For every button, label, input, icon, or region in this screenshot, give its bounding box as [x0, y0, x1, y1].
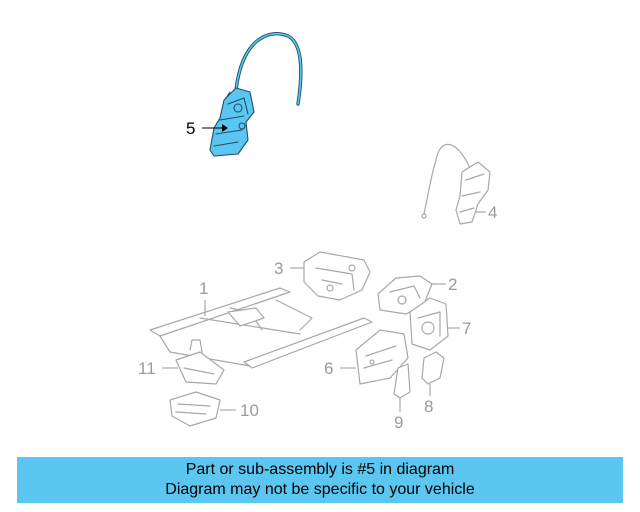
- part-10-module[interactable]: [169, 391, 221, 427]
- part-5-motor-highlighted[interactable]: [209, 32, 303, 157]
- part-1-seat-track[interactable]: [149, 287, 373, 369]
- callout-9: 9: [394, 398, 403, 432]
- part-11-module[interactable]: [175, 339, 225, 385]
- callout-6-label: 6: [324, 359, 333, 378]
- callout-6: 6: [324, 359, 356, 378]
- callout-2-label: 2: [448, 275, 457, 294]
- info-banner: Part or sub-assembly is #5 in diagram Di…: [17, 457, 623, 503]
- callout-3-label: 3: [274, 259, 283, 278]
- callout-3: 3: [274, 259, 304, 278]
- part-4-motor[interactable]: [421, 143, 491, 225]
- callout-4: 4: [476, 203, 497, 222]
- callout-4-label: 4: [488, 203, 497, 222]
- part-3-bracket[interactable]: [303, 251, 371, 301]
- callout-8: 8: [424, 384, 433, 416]
- callout-11: 11: [138, 359, 178, 378]
- part-6-control-module[interactable]: [355, 329, 409, 385]
- callout-2: 2: [432, 275, 457, 294]
- part-8-switch-knob[interactable]: [421, 351, 445, 385]
- callout-7: 7: [448, 319, 471, 338]
- callout-11-label: 11: [138, 359, 156, 378]
- part-7-switch-housing[interactable]: [409, 297, 449, 351]
- callout-1-label: 1: [199, 279, 208, 298]
- banner-line-disclaimer: Diagram may not be specific to your vehi…: [165, 481, 475, 498]
- callout-7-label: 7: [462, 319, 471, 338]
- callout-10: 10: [220, 401, 259, 420]
- callout-9-label: 9: [394, 413, 403, 432]
- parts-diagram: 5 4 3 2: [138, 32, 497, 432]
- callout-1: 1: [199, 279, 208, 316]
- part-2-gear-assembly[interactable]: [377, 275, 433, 315]
- banner-line-part: Part or sub-assembly is #5 in diagram: [185, 461, 455, 478]
- callout-5-label: 5: [186, 119, 195, 138]
- part-9-switch-knob[interactable]: [393, 363, 411, 399]
- callout-10-label: 10: [240, 401, 259, 420]
- callout-5: 5: [186, 119, 228, 138]
- callout-8-label: 8: [424, 397, 433, 416]
